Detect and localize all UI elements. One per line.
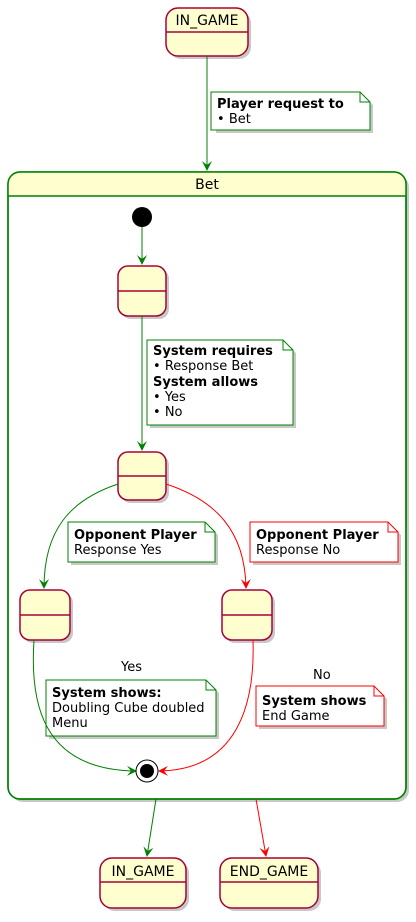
note-opponent-no-heading: Opponent Player [256, 528, 379, 543]
note-opponent-no: Opponent Player Response No [249, 521, 401, 565]
transition-bet-to-end-game [255, 798, 270, 857]
transition-2-to-yes [39, 483, 119, 589]
substate-2 [117, 451, 169, 503]
composite-state-bet: Bet [7, 171, 409, 802]
transition-yes-to-final [32, 639, 137, 776]
state-in-game-top-label: IN_GAME [176, 13, 239, 29]
note-system-requires-item: • Response Bet [153, 359, 253, 374]
note-opponent-yes-line: Response Yes [74, 543, 162, 558]
state-in-game-bottom-label: IN_GAME [112, 864, 175, 880]
note-player-request-heading: Player request to [217, 97, 344, 112]
note-system-shows-yes-heading: System shows: [52, 686, 162, 701]
transition-label-yes: Yes [120, 660, 142, 675]
state-end-game: END_GAME [219, 857, 321, 911]
note-system-requires: System requires • Response Bet System al… [146, 339, 296, 428]
state-end-game-label: END_GAME [230, 864, 308, 880]
note-system-shows-no-heading: System shows [262, 694, 367, 709]
note-system-shows-yes: System shows: Doubling Cube doubled Menu [45, 679, 219, 739]
substate-1 [117, 265, 169, 319]
substate-yes [19, 589, 73, 643]
note-opponent-yes-heading: Opponent Player [74, 528, 197, 543]
note-player-request: Player request to • Bet [210, 91, 373, 133]
note-system-requires-heading: System requires [153, 344, 273, 359]
transition-label-no: No [313, 668, 331, 683]
note-system-shows-no: System shows End Game [255, 685, 387, 729]
state-in-game-bottom: IN_GAME [99, 857, 189, 911]
transition-bet-to-in-game [143, 798, 157, 857]
state-in-game-top: IN_GAME [165, 7, 251, 59]
final-state [135, 759, 159, 783]
initial-state-dot [132, 207, 152, 227]
note-system-allows-heading: System allows [153, 375, 258, 390]
transition-no-to-final [158, 639, 254, 776]
note-system-allows-yes: • Yes [153, 390, 186, 405]
note-system-allows-no: • No [153, 405, 183, 420]
note-player-request-item: • Bet [217, 112, 251, 127]
note-opponent-no-line: Response No [256, 543, 340, 558]
note-system-shows-no-line1: End Game [262, 709, 330, 724]
composite-state-bet-title: Bet [195, 177, 219, 193]
substate-no [221, 589, 275, 643]
transition-2-to-no [165, 483, 251, 589]
note-system-shows-yes-line2: Menu [52, 716, 88, 731]
note-opponent-yes: Opponent Player Response Yes [67, 521, 218, 565]
note-system-shows-yes-line1: Doubling Cube doubled [52, 701, 205, 716]
